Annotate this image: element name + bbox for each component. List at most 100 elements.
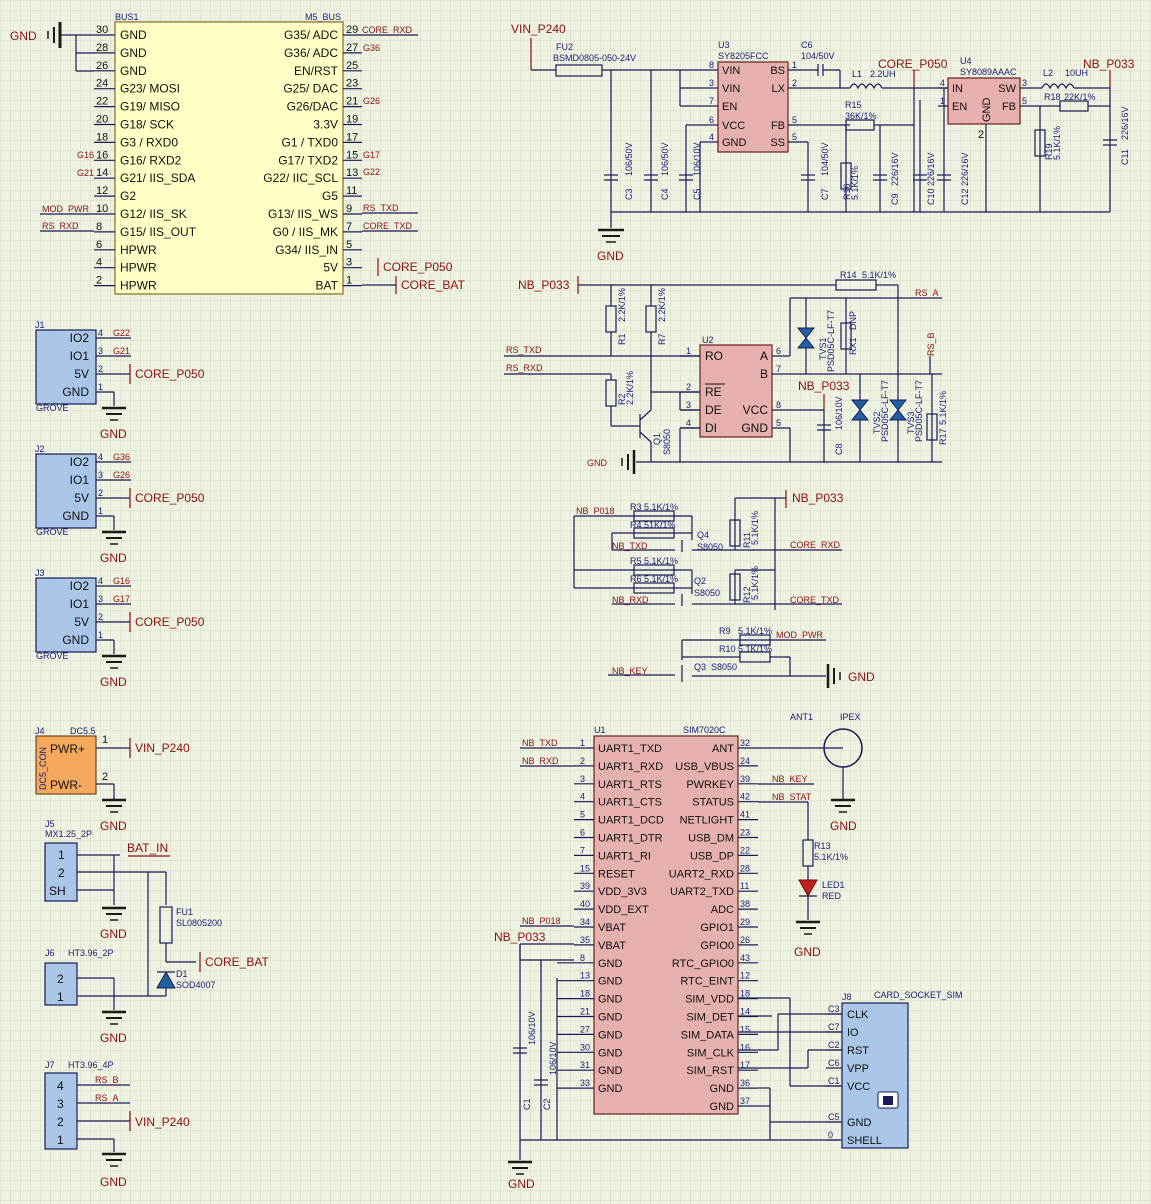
c7-ref: C7 [820,188,830,200]
bus1-right-pin-name: G0 / IIS_MK [273,225,338,239]
r19-ref: R19 [1044,143,1054,160]
j8-value: CARD_SOCKET_SIM [874,990,963,1000]
u2-right-pin-num: 6 [776,346,781,356]
u1-right-pin-num: 32 [740,738,750,748]
antenna-ipex: ANT1 IPEX GND [758,712,863,833]
c6-ref: C6 [801,40,813,50]
u3-right-pin-num: 5 [792,115,797,125]
u3-left-pin-name: VIN [722,83,740,95]
u1-net-nb-txd: NB_TXD [522,738,558,748]
u1-left-pin-num: 13 [580,971,590,981]
r12-value: 5.1K/1% [750,566,760,600]
u1-left-pin-num: 34 [580,917,590,927]
bus1-net-core-txd: CORE_TXD [363,221,413,231]
bus1-net-core-rxd: CORE_RXD [362,25,413,35]
bus1-ref: BUS1 [115,12,139,22]
c12-ref: C12 [960,188,970,205]
tvs1-ref: TVS1 [818,337,828,360]
u3-left-pin-num: 3 [709,78,714,88]
bus1-left-pin-name: G15/ IIS_OUT [120,225,197,239]
ps-gnd: GND [597,249,624,263]
bus1-right-pin-name: G35/ ADC [284,28,338,42]
u2-left-pin-name: RE [705,385,722,399]
u1-right-pin-name: PWRKEY [686,779,734,791]
r15-ref: R15 [845,100,862,110]
c8-value: 106/10V [834,396,844,430]
bus1-left-pin-name: G19/ MISO [120,100,180,114]
grove-pin-num: 4 [98,452,103,462]
ls-nb-rxd: NB_RXD [612,595,649,605]
r7-value: 2.2K/1% [657,288,667,322]
r9-value: 5.1K/1% [738,626,772,636]
grove-body [35,329,97,405]
j4-pin-pwrplus: PWR+ [50,742,85,756]
u3-left-pin-num: 8 [709,60,714,70]
bus1-right-pin-num: 11 [346,185,357,197]
c9-ref: C9 [890,193,900,205]
r4-label: R4 51K/1% [630,520,676,530]
u2-right-pin-name: VCC [743,403,769,417]
grove-footer: GROVE [36,527,69,537]
u3-right-pin-num: 1 [792,60,797,70]
c1-value: 106/10V [527,1011,537,1045]
u2-left-pin-num: 1 [686,346,691,356]
u1-right-pin-num: 15 [740,1024,750,1034]
u1-left-pin-name: GND [598,1065,623,1077]
u2-right-pin-name: A [760,349,768,363]
d1-core-bat: CORE_BAT [205,955,269,969]
grove-pin-name: IO2 [70,331,90,345]
j7-net-rs-a: RS_A [95,1093,119,1103]
r19-value: 5.1K/1% [1052,126,1062,160]
bat-in-label: BAT_IN [127,841,168,855]
j7-pin-4: 4 [57,1079,64,1093]
sim-pin-num: C5 [828,1112,840,1122]
bus1-right-pin-num: 25 [346,60,358,72]
r18-value: 22K/1% [1064,92,1096,102]
u4-value: SY8089AAAC [960,67,1017,77]
u1-left-pin-num: 8 [580,953,585,963]
rx1-ref: RX1 [848,337,858,355]
c7-value: 104/50V [820,142,830,176]
u4-ref: U4 [960,56,972,66]
u1-right-pin-num: 14 [740,1007,750,1017]
l2-value: 10UH [1065,68,1088,78]
j7-vin: VIN_P240 [135,1115,190,1129]
pwrkey-section: R9 5.1K/1% MOD_PWR R10 5.1K/1% NB_KEY Q3… [608,626,875,688]
bus1-left-pin-name: G12/ IIS_SK [120,207,187,221]
sim-pin-name: IO [847,1027,859,1039]
bus1-right-pin-name: EN/RST [294,64,339,78]
u3-right-pin-name: BS [770,65,785,77]
battery-input: J5 MX1.25_2P 1 2 SH GND BAT_IN FU1 SL080… [44,819,269,1045]
c2-value: 106/10V [548,1041,558,1075]
u1-right-pin-name: SIM_RST [686,1065,734,1077]
u1-left-pin-name: GND [598,1029,623,1041]
u1-left-pin-num: 35 [580,935,590,945]
u1-net-nb-rxd: NB_RXD [522,756,559,766]
j5-pin-sh: SH [49,884,66,898]
u1-right-pin-name: GPIO0 [700,940,734,952]
pk-gnd: GND [848,670,875,684]
q3-ref: Q3 [694,662,706,672]
j7-ref: J7 [45,1060,55,1070]
j8-ref: J8 [842,992,852,1002]
u2-right-pin-num: 5 [776,418,781,428]
ls-core-txd: CORE_TXD [790,595,840,605]
u1-right-pin-num: 29 [740,917,750,927]
r11-ref: R11 [742,532,752,548]
sim-pin-name: VPP [847,1063,869,1075]
u4-pin-gnd: GND [981,98,993,123]
c3-value: 106/50V [624,142,634,176]
grove-power-label: CORE_P050 [135,615,205,629]
u1-nb-p033: NB_P033 [494,930,546,944]
bus1-left-pin-num: 16 [96,149,108,161]
u4-left-pin-num: 1 [940,96,945,106]
bus1-right-pin-name: G36/ ADC [284,46,338,60]
u1-ref: U1 [594,725,606,735]
u1-right-pin-name: UART2_TXD [670,886,734,898]
sim-pin-num: 0 [828,1130,833,1140]
j6-ref: J6 [45,948,55,958]
q2-ref: Q2 [694,576,706,586]
bus1-left-pin-num: 30 [96,24,108,36]
u1-left-pin-name: UART1_RI [598,850,651,862]
